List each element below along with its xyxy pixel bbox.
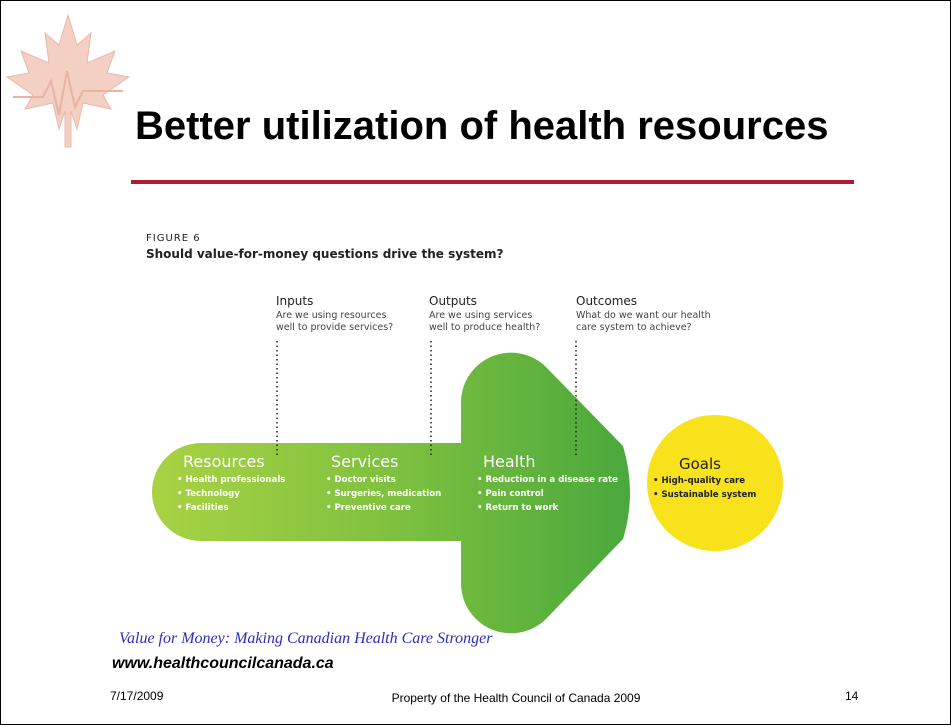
stage-inputs-heading: Inputs	[276, 294, 314, 308]
list-item: • Facilities	[177, 503, 229, 513]
section-resources-title: Resources	[183, 452, 265, 471]
list-item: • Return to work	[477, 503, 559, 513]
list-item: • Sustainable system	[653, 490, 757, 500]
section-resources-list: • Health professionals • Technology • Fa…	[177, 473, 285, 515]
source-url[interactable]: www.healthcouncilcanada.ca	[112, 655, 334, 672]
stage-outcomes-heading: Outcomes	[576, 294, 638, 308]
page-number: 14	[845, 689, 859, 703]
list-item: • Surgeries, medication	[326, 489, 442, 499]
list-item: • Health professionals	[177, 475, 286, 485]
stage-outcomes-question: What do we want our health care system t…	[576, 310, 711, 333]
source-citation: Value for Money: Making Canadian Health …	[119, 630, 493, 647]
footer-date: 7/17/2009	[110, 689, 164, 703]
list-item: • Technology	[177, 489, 240, 499]
list-item: • Doctor visits	[326, 475, 396, 485]
arrow-shape	[152, 352, 630, 634]
goals-list: • High-quality care • Sustainable system	[653, 474, 756, 502]
list-item: • Preventive care	[326, 503, 411, 513]
section-health-title: Health	[483, 452, 536, 471]
slide-title: Better utilization of health resources	[135, 104, 829, 148]
goals-title: Goals	[679, 455, 721, 473]
section-services-list: • Doctor visits • Surgeries, medication …	[326, 473, 441, 515]
stage-outputs-heading: Outputs	[429, 294, 477, 308]
figure-label: FIGURE 6	[146, 233, 201, 244]
stage-outputs-question: Are we using services well to produce he…	[429, 310, 541, 333]
section-services-title: Services	[331, 452, 399, 471]
section-health-list: • Reduction in a disease rate • Pain con…	[477, 473, 618, 515]
list-item: • High-quality care	[653, 476, 746, 486]
goals-circle	[647, 415, 783, 551]
figure-question: Should value-for-money questions drive t…	[146, 247, 504, 261]
list-item: • Reduction in a disease rate	[477, 475, 618, 485]
stage-inputs-question: Are we using resources well to provide s…	[276, 310, 394, 333]
title-divider	[131, 180, 854, 184]
maple-leaf-icon	[5, 13, 131, 148]
list-item: • Pain control	[477, 489, 544, 499]
footer-owner: Property of the Health Council of Canada…	[391, 691, 641, 705]
